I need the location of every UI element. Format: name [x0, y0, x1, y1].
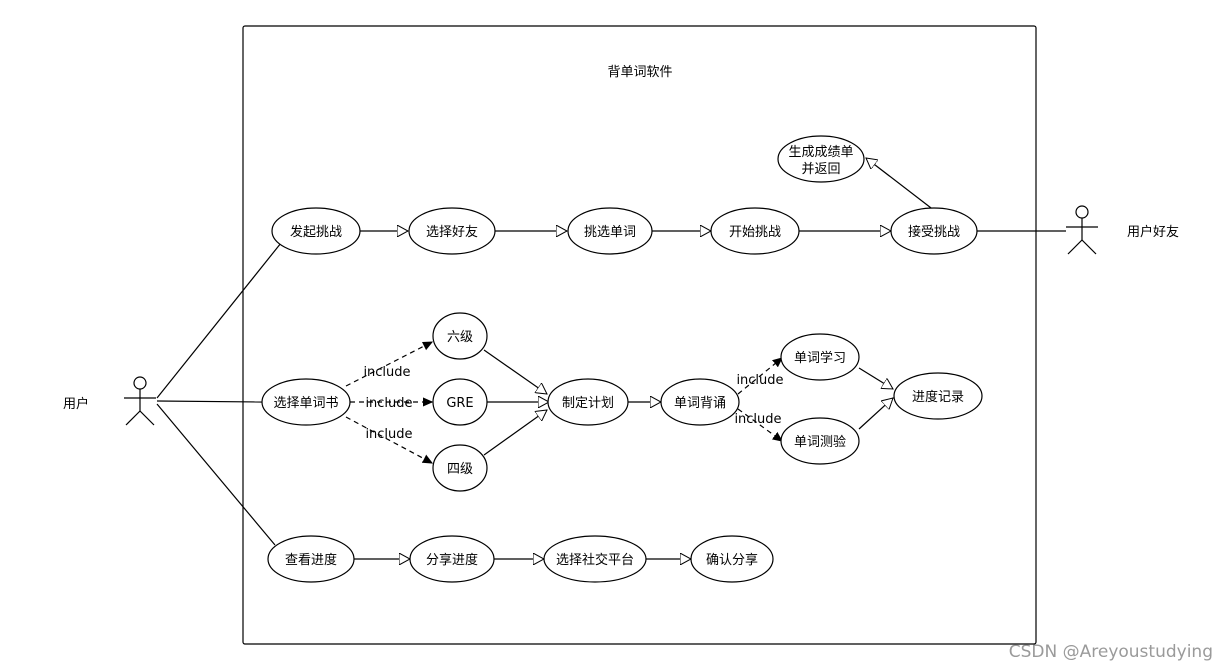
include-label-test: include [734, 412, 781, 427]
flow-test-record [858, 398, 893, 430]
actor-user-label: 用户 [63, 396, 89, 412]
include-recite-test [737, 408, 782, 441]
use-case-make-plan: 制定计划 [547, 378, 629, 426]
svg-text:选择单词书: 选择单词书 [273, 396, 338, 411]
svg-text:查看进度: 查看进度 [285, 552, 337, 568]
use-case-word-test: 单词测验 [780, 417, 860, 465]
svg-text:选择好友: 选择好友 [426, 224, 478, 240]
use-case-cet6: 六级 [432, 312, 488, 360]
use-case-select-friend: 选择好友 [408, 207, 496, 255]
use-case-recite-words: 单词背诵 [660, 378, 740, 426]
svg-text:并返回: 并返回 [801, 162, 840, 177]
assoc-user-view-progress [156, 403, 276, 546]
svg-text:六级: 六级 [447, 330, 473, 345]
include-label-gre: include [365, 396, 412, 411]
use-case-confirm-share: 确认分享 [690, 535, 774, 583]
svg-text:发起挑战: 发起挑战 [290, 224, 342, 240]
flow-study-record [858, 367, 893, 389]
flow-cet4-plan [483, 410, 547, 456]
include-label-cet6: include [363, 365, 410, 380]
use-case-launch-challenge: 发起挑战 [271, 207, 361, 255]
actor-user [124, 376, 156, 426]
svg-text:开始挑战: 开始挑战 [729, 225, 781, 240]
include-book-cet4 [345, 416, 432, 463]
svg-text:GRE: GRE [446, 396, 473, 411]
actor-friend [1066, 205, 1098, 255]
svg-text:分享进度: 分享进度 [426, 552, 478, 568]
svg-text:单词学习: 单词学习 [794, 350, 846, 366]
svg-text:接受挑战: 接受挑战 [908, 224, 960, 240]
include-recite-study [737, 358, 782, 395]
use-case-start-challenge: 开始挑战 [710, 207, 800, 255]
svg-text:生成成绩单: 生成成绩单 [788, 145, 853, 160]
use-case-cet4: 四级 [432, 444, 488, 492]
include-book-cet6 [345, 342, 432, 387]
svg-text:单词背诵: 单词背诵 [674, 396, 726, 411]
use-case-accept-challenge: 接受挑战 [890, 207, 978, 255]
watermark: CSDN @Areyoustudying [1009, 642, 1213, 662]
use-case-pick-words: 挑选单词 [567, 207, 653, 255]
svg-text:确认分享: 确认分享 [706, 552, 758, 568]
use-case-select-book: 选择单词书 [261, 378, 351, 426]
svg-text:选择社交平台: 选择社交平台 [556, 552, 634, 568]
svg-text:制定计划: 制定计划 [562, 396, 614, 411]
assoc-user-launch [156, 242, 282, 399]
use-case-share-progress: 分享进度 [409, 535, 495, 583]
use-case-generate-report: 生成成绩单 并返回 [777, 135, 865, 183]
svg-text:四级: 四级 [447, 462, 473, 477]
system-boundary [242, 25, 1037, 645]
svg-text:挑选单词: 挑选单词 [584, 225, 636, 240]
assoc-user-select-book [156, 400, 263, 403]
actor-friend-label: 用户好友 [1127, 224, 1179, 240]
svg-text:进度记录: 进度记录 [912, 389, 964, 405]
svg-text:单词测验: 单词测验 [794, 434, 846, 450]
use-case-view-progress: 查看进度 [267, 535, 355, 583]
use-case-word-study: 单词学习 [780, 333, 860, 381]
include-label-study: include [736, 373, 783, 388]
use-case-progress-record: 进度记录 [893, 372, 983, 420]
use-case-choose-platform: 选择社交平台 [543, 535, 647, 583]
include-label-cet4: include [365, 427, 412, 442]
flow-cet6-plan [483, 349, 547, 394]
use-case-gre: GRE [432, 378, 488, 426]
flow-accept-report [866, 158, 936, 212]
system-title: 背单词软件 [607, 65, 672, 80]
